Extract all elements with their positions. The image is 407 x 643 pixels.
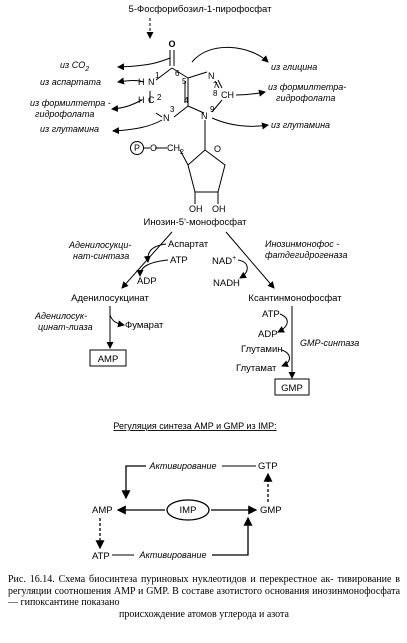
gmp-atp: ATP [262,309,280,320]
src-glycine: из глицина [271,62,317,72]
amp-product: AMP [98,354,119,365]
gmp-atp-arrow [277,313,288,333]
ring-num-2: 2 [157,93,162,102]
atom-O: O [168,39,175,49]
ring-num-4: 4 [184,96,189,105]
ring-num-3: 3 [170,105,175,114]
ring-num-5: 5 [182,77,187,86]
ring-num-8: 8 [213,89,218,98]
amp-aspartate: Аспартат [168,239,209,250]
adenylosuccinate-lyase-2: цинат-лиаза [38,322,93,332]
arrow-aspartate [117,77,145,85]
caption-line-4: происхождение атомов углерода и азота [119,608,289,620]
reg-imp-oval [166,499,210,521]
caption-line-3: основания инозинмонофосфата — гипоксанти… [8,585,401,609]
phosphate-P: P [134,143,140,153]
src-glutamine-right: из глутамина [271,120,330,130]
amp-atp: ATP [170,255,188,266]
hypoxanthine-ring [144,50,226,204]
atom-N9: N [201,111,208,121]
glutamine-arrow [281,349,290,368]
gmp-box [274,378,310,396]
reg-atp: ATP [92,551,110,562]
reg-imp: IMP [180,505,197,516]
reg-activation-bottom: Активирование [138,550,206,560]
reg-activation-top: Активирование [148,461,216,471]
arrow-glutamine-right [211,117,269,130]
src-glutamine-left: из глутамина [40,124,99,134]
src-formyl-right-2: гидрофолата [276,93,335,103]
nad-label: NAD+ [212,255,236,267]
arrow-formyl-right [235,89,266,97]
reg-activation-top-arrow [121,465,146,500]
adenylosuccinate-synthase-2: нат-синтаза [73,251,129,261]
reg-activation-bottom-arrow [212,516,253,556]
caption-line-2: тивирование в регуляции соотношения AMP … [8,574,400,597]
glutamine: Глутамин [241,344,283,355]
link-O: O [150,143,157,153]
reg-gmp: GMP [260,505,282,516]
src-aspartate: из аспартата [40,77,101,87]
imp-name: Инозин-5'-монофосфат [143,217,247,228]
fumarate-arrow [109,314,125,328]
phosphate-circle [130,141,144,155]
atom-N1: N [148,77,155,87]
ch2-label: CH2 [167,143,184,156]
src-formyl-left-2: гидрофолата [35,109,94,119]
arrow-formyl-left [111,99,143,113]
gmp-synthase: GMP-синтаза [300,338,359,348]
atom-N3: N [163,113,170,123]
gmp-adp: ADP [258,329,278,340]
adenylosuccinate-synthase-1: Аденилосукци- [68,240,131,250]
imp-dehydrogenase-1: Инозинмонофос - [265,239,339,249]
src-co2: из CO2 [60,60,89,73]
atp-adp-arrow [136,259,169,277]
atom-H-n1: H [138,77,145,87]
caption-line-1: Рис. 16.14. Схема биосинтеза пуриновых н… [8,574,334,585]
adenylosuccinate-lyase-1: Аденилосук- [34,311,87,321]
fumarate: Фумарат [125,320,164,331]
aspartate-arrow [143,243,167,263]
atom-N7: N [208,71,215,81]
arrow-co2 [117,57,171,71]
oh-left: OH [189,204,203,214]
reg-gtp: GTP [258,461,278,472]
ring-num-9: 9 [210,105,215,114]
nad-arrow [237,259,248,279]
ribose-ring-O: O [214,144,221,154]
oh-right: OH [212,204,226,214]
src-formyl-right-1: из формилтетра- [268,82,346,92]
ring-num-6: 6 [175,69,180,78]
ring-num-1: 1 [155,71,160,80]
glutamate: Глутамат [236,363,277,374]
arrow-glycine [191,46,269,63]
nadh-label: NADH [213,278,240,289]
xanthosine-monophosphate: Ксантинмонофосфат [248,293,342,304]
imp-dehydrogenase-2: фатдегидрогеназа [265,250,348,260]
regulation-title: Регуляция синтеза AMP и GMP из IMP: [113,421,276,431]
arrow-glutamine-left [112,119,163,135]
branch-to-gmp [225,231,275,289]
atom-C2: C [148,95,155,105]
ring-num-7: 7 [213,81,218,90]
atom-CH8: CH [221,90,234,100]
prpp-label: 5-Фосфорибозил-1-пирофосфат [129,4,273,15]
adenylosuccinate: Аденилосукцинат [71,293,149,304]
gmp-product: GMP [281,383,303,394]
amp-adp: ADP [137,276,157,287]
amp-box [89,349,127,367]
src-formyl-left-1: из формилтетра - [30,98,111,108]
figure-caption: Рис. 16.14. Схема биосинтеза пуриновых н… [8,574,400,620]
reg-amp: AMP [92,505,113,516]
